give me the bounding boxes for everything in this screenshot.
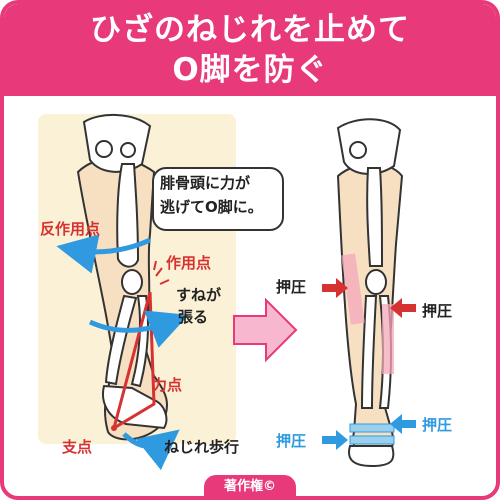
- label-twisted-walk: ねじれ歩行: [164, 438, 240, 456]
- twist-arrow-icon: [88, 310, 189, 348]
- illustration: [56, 113, 416, 471]
- label-action-point: 作用点: [166, 254, 212, 272]
- title-banner: ひざのねじれを止めて O脚を防ぐ: [4, 4, 496, 96]
- ankle-brace: [349, 423, 395, 433]
- fulcrum-dot: [111, 425, 117, 431]
- label-fulcrum: 支点: [62, 438, 93, 456]
- label-shin-line-2: 張る: [178, 308, 209, 326]
- label-press-upper-left: 押圧: [276, 278, 307, 296]
- title-line-1: ひざのねじれを止めて: [90, 12, 410, 48]
- copyright-tab: 著作権©: [204, 475, 296, 496]
- stretch-band: [341, 253, 365, 325]
- left-femur: [116, 163, 140, 268]
- push-arrow-icon: [322, 430, 348, 450]
- label-press-lower-right: 押圧: [422, 416, 453, 434]
- title-line-2: O脚を防ぐ: [172, 52, 328, 88]
- big-transition-arrow-icon: [233, 297, 298, 363]
- impact-marks: [153, 260, 170, 285]
- copyright-text: 著作権©: [223, 479, 276, 494]
- push-arrow-icon: [390, 298, 416, 318]
- label-reaction-point: 反作用点: [40, 220, 101, 238]
- speech-bubble-text: 腓骨頭に力が 逃げてO脚に。: [160, 171, 280, 219]
- right-foot: [348, 445, 395, 468]
- right-femur: [366, 167, 384, 267]
- twist-arrow-icon: [122, 429, 180, 471]
- label-press-lower-left: 押圧: [276, 432, 307, 450]
- speech-line-2: 逃げてO脚に。: [160, 198, 263, 216]
- label-press-upper-right: 押圧: [422, 302, 453, 320]
- left-pelvis: [82, 113, 152, 173]
- twist-arrow-icon: [56, 234, 152, 274]
- ankle-brace: [349, 435, 395, 445]
- left-tibia: [104, 294, 138, 386]
- push-arrow-icon: [322, 278, 348, 298]
- stretch-band: [382, 304, 394, 374]
- speech-line-1: 腓骨頭に力が: [160, 174, 251, 192]
- left-foot: [102, 384, 168, 430]
- label-force-point: 力点: [152, 376, 183, 394]
- speech-bubble: [152, 167, 284, 231]
- right-tibia: [360, 295, 378, 409]
- right-pelvis: [336, 118, 402, 175]
- label-shin-line-1: すねが: [176, 286, 222, 304]
- push-arrow-icon: [390, 414, 416, 434]
